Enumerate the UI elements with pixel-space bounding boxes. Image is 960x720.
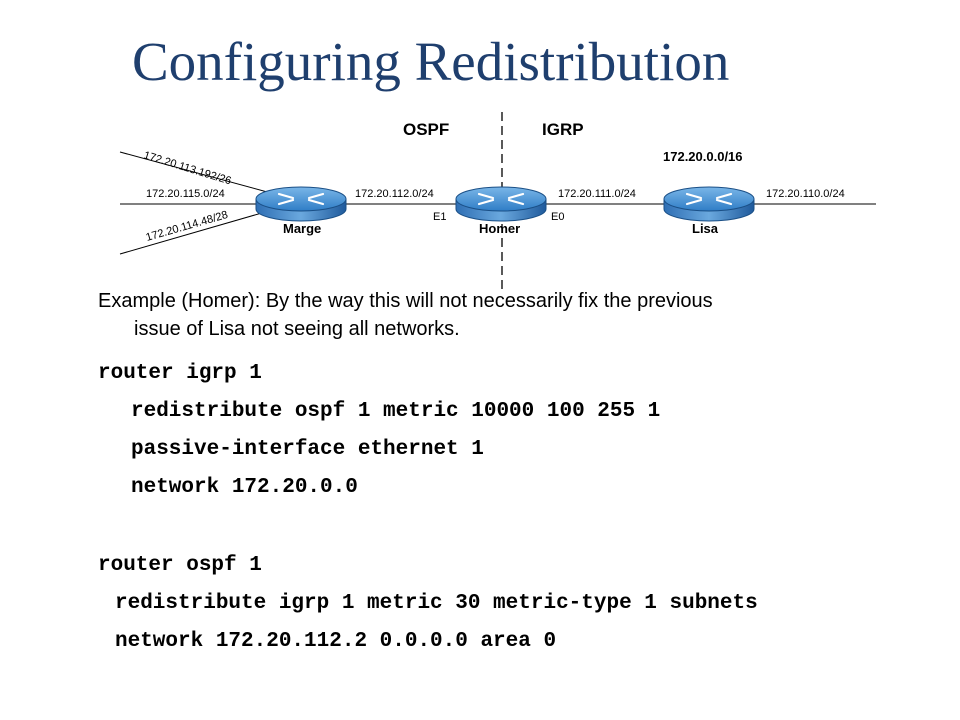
code-igrp-network: network 172.20.0.0 (131, 476, 358, 499)
code-router-igrp: router igrp 1 (98, 362, 262, 385)
example-description-line-2: issue of Lisa not seeing all networks. (134, 318, 460, 340)
router-homer-icon (455, 186, 547, 222)
code-ospf-redistribute: redistribute igrp 1 metric 30 metric-typ… (115, 592, 758, 615)
router-lisa-icon (663, 186, 755, 222)
router-lisa-label: Lisa (692, 221, 719, 236)
router-marge-icon (255, 186, 347, 222)
code-igrp-passive-interface: passive-interface ethernet 1 (131, 438, 484, 461)
link-172-20-113 (119, 151, 283, 197)
summary-network-label: 172.20.0.0/16 (663, 149, 743, 164)
net-label-172-20-110-0: 172.20.110.0/24 (766, 188, 845, 200)
router-marge-label: Marge (283, 221, 321, 236)
example-description: Example (Homer): By the way this will no… (98, 287, 938, 343)
net-label-172-20-115-0: 172.20.115.0/24 (146, 188, 225, 200)
router-homer-label: Homer (479, 221, 520, 236)
code-igrp-redistribute: redistribute ospf 1 metric 10000 100 255… (131, 400, 661, 423)
net-label-172-20-113-192: 172.20.113.192/26 (142, 149, 232, 187)
net-label-172-20-112-0: 172.20.112.0/24 (355, 188, 434, 200)
code-ospf-network: network 172.20.112.2 0.0.0.0 area 0 (115, 630, 557, 653)
code-router-ospf: router ospf 1 (98, 554, 262, 577)
interface-label-e0: E0 (551, 211, 564, 223)
example-description-line-1: Example (Homer): By the way this will no… (98, 290, 713, 312)
network-diagram: OSPF IGRP 172.20.0.0/16 172.20.113.192/2… (119, 112, 876, 290)
net-label-172-20-111-0: 172.20.111.0/24 (558, 188, 636, 200)
igrp-domain-label: IGRP (542, 120, 584, 139)
slide-title: Configuring Redistribution (132, 31, 730, 92)
interface-label-e1: E1 (433, 211, 446, 223)
link-172-20-114 (119, 209, 273, 255)
ospf-domain-label: OSPF (403, 120, 449, 139)
